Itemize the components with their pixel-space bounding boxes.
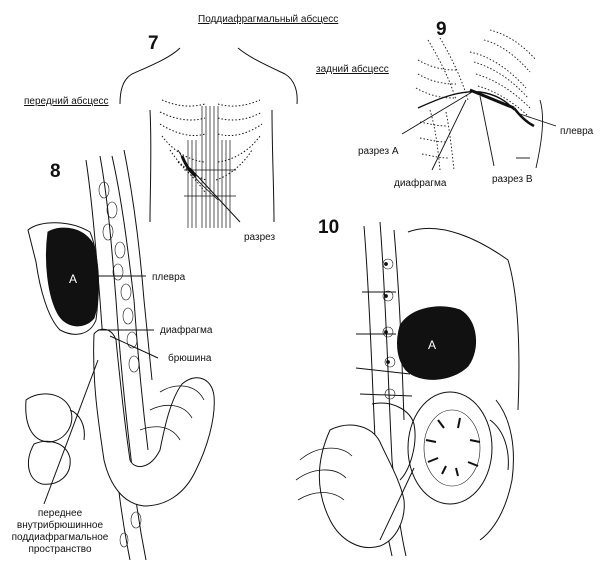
abscess-a-left: [46, 227, 99, 327]
label-diaphragm-9: диафрагма: [394, 178, 447, 189]
label-space-line-1: переднее: [37, 508, 83, 519]
figure-10-posterior-drawing: [295, 221, 520, 557]
figure-7-torso-drawing: [119, 47, 298, 228]
abscess-a-right: [397, 306, 477, 380]
label-abscess-a-left: А: [69, 272, 78, 286]
label-space-line-3: поддиафрагмальное: [11, 532, 109, 543]
label-space-line-2: внутрибрюшинное: [16, 520, 104, 531]
label-incision: разрез: [244, 232, 276, 243]
label-diaphragm-8: диафрагма: [160, 325, 213, 336]
plate-title: Поддиафрагмальный абсцесс: [198, 14, 339, 25]
label-incision-a: разрез А: [358, 146, 399, 157]
figure-number-9: 9: [436, 19, 447, 40]
label-peritoneum: брюшина: [168, 353, 212, 364]
label-anterior-abscess: передний абсцесс: [24, 96, 109, 107]
label-space-line-4: пространство: [28, 544, 92, 555]
figure-number-8: 8: [50, 161, 61, 182]
figure-8-anterior-drawing: [25, 149, 215, 561]
label-posterior-abscess: задний абсцесс: [316, 64, 389, 75]
figure-number-10: 10: [318, 217, 340, 238]
label-incision-b: разрез В: [492, 174, 533, 185]
label-abscess-a-right: А: [428, 338, 437, 352]
figure-number-7: 7: [148, 33, 159, 54]
label-pleura-9: плевра: [560, 126, 594, 137]
label-pleura-8: плевра: [152, 272, 186, 283]
figure-9-posterior-drawing: [401, 29, 557, 171]
